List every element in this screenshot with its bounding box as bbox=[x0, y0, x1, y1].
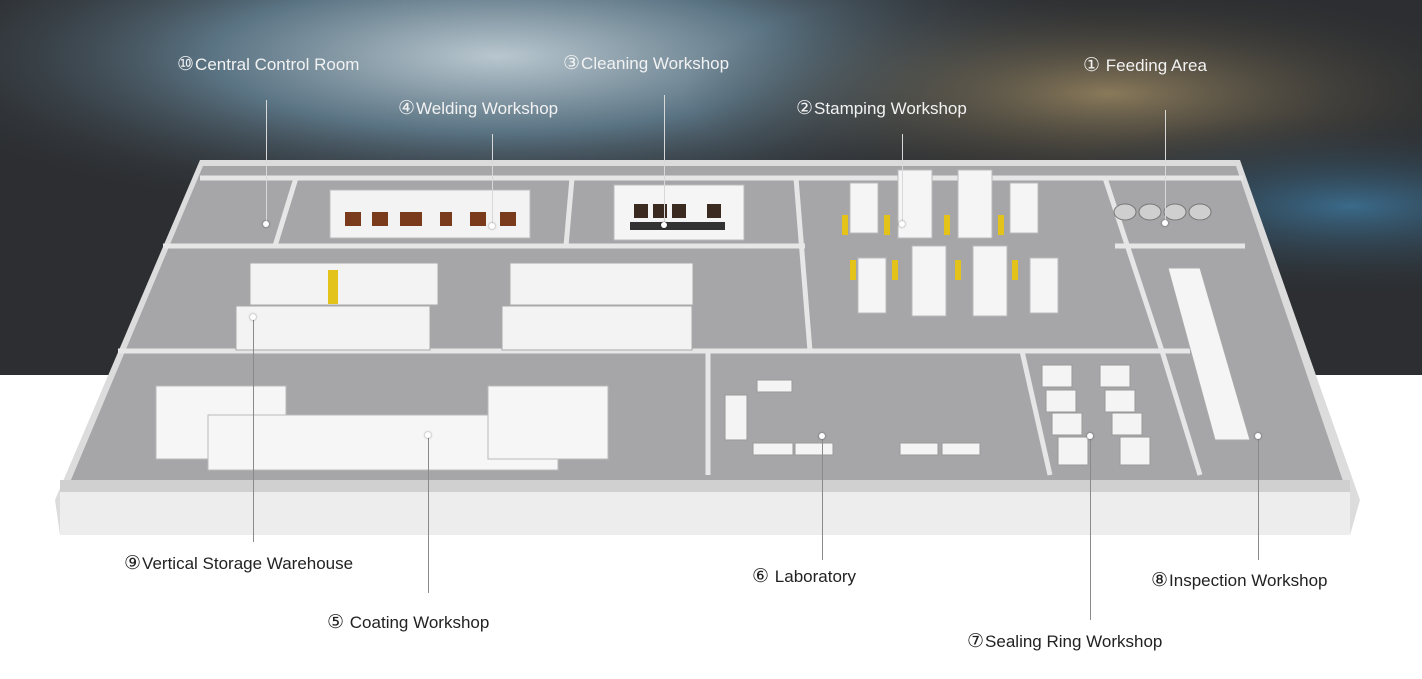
sealing-ring-machines bbox=[1041, 364, 1151, 466]
welding-line-machine bbox=[329, 189, 531, 239]
marker-dot-3 bbox=[661, 222, 667, 228]
label-central-control-room: ⑩Central Control Room bbox=[177, 54, 360, 75]
label-coating-workshop: ⑤ Coating Workshop bbox=[327, 612, 490, 633]
marker-dot-5 bbox=[425, 432, 431, 438]
marker-dot-2 bbox=[899, 221, 905, 227]
leader-line-8 bbox=[1258, 436, 1259, 560]
label-welding-workshop: ④Welding Workshop bbox=[398, 98, 559, 119]
storage-racks bbox=[235, 262, 694, 351]
label-stamping-workshop: ②Stamping Workshop bbox=[796, 98, 967, 119]
stamping-robots bbox=[842, 215, 1018, 280]
floor-front-edge bbox=[60, 490, 1350, 535]
feeding-coils bbox=[1113, 203, 1212, 221]
label-inspection-workshop: ⑧Inspection Workshop bbox=[1151, 570, 1328, 591]
label-laboratory: ⑥ Laboratory bbox=[752, 566, 857, 587]
marker-dot-10 bbox=[263, 221, 269, 227]
leader-line-5 bbox=[428, 435, 429, 593]
leader-line-3 bbox=[664, 95, 665, 225]
marker-dot-7 bbox=[1087, 433, 1093, 439]
marker-dot-8 bbox=[1255, 433, 1261, 439]
label-sealing-ring-workshop: ⑦Sealing Ring Workshop bbox=[967, 631, 1163, 652]
leader-line-10 bbox=[266, 100, 267, 223]
leader-line-9 bbox=[253, 317, 254, 542]
inspection-line bbox=[1167, 267, 1251, 441]
marker-dot-9 bbox=[250, 314, 256, 320]
interior-walls bbox=[118, 175, 1245, 476]
leader-line-7 bbox=[1090, 436, 1091, 620]
leader-line-1 bbox=[1165, 110, 1166, 223]
coating-line bbox=[155, 385, 609, 471]
laboratory-benches bbox=[724, 379, 981, 456]
stamping-presses bbox=[849, 169, 1059, 317]
cleaning-machine bbox=[613, 184, 745, 241]
label-feeding-area: ① Feeding Area bbox=[1083, 55, 1207, 76]
marker-dot-1 bbox=[1162, 220, 1168, 226]
marker-dot-4 bbox=[489, 223, 495, 229]
leader-line-6 bbox=[822, 436, 823, 560]
label-vertical-storage-warehouse: ⑨Vertical Storage Warehouse bbox=[124, 553, 354, 574]
storage-robot bbox=[328, 270, 338, 304]
leader-line-4 bbox=[492, 134, 493, 226]
leader-line-2 bbox=[902, 134, 903, 224]
label-cleaning-workshop: ③Cleaning Workshop bbox=[563, 53, 730, 74]
marker-dot-6 bbox=[819, 433, 825, 439]
